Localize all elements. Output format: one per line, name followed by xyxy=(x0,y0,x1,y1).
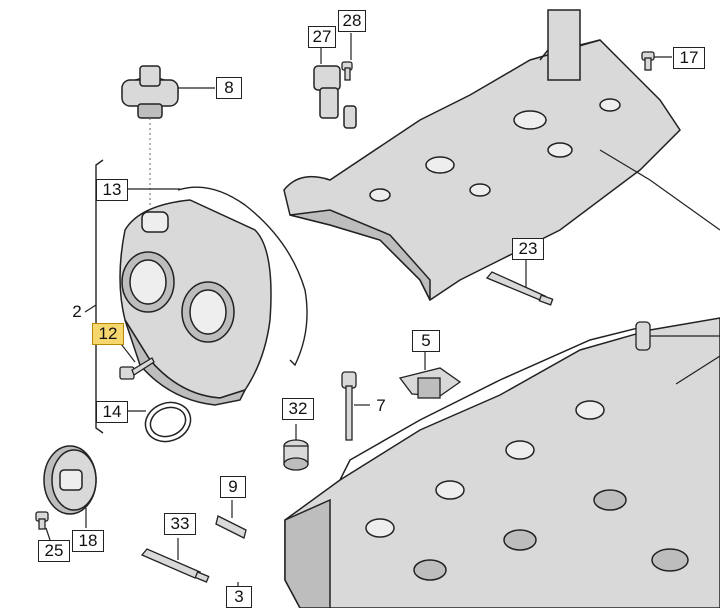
oil-filler-cap xyxy=(121,65,179,119)
cover-gasket xyxy=(177,186,308,367)
callout-23: 23 xyxy=(512,238,544,260)
valve-part xyxy=(635,321,651,351)
stud-9 xyxy=(215,515,247,539)
callout-12: 12 xyxy=(92,323,124,345)
cylinder-head xyxy=(284,317,720,608)
sealant-tube-23 xyxy=(485,271,554,306)
cylinder-head-cover xyxy=(283,9,720,302)
o-ring-14 xyxy=(144,401,192,443)
callout-3: 3 xyxy=(226,586,252,608)
callout-5: 5 xyxy=(412,330,440,352)
callout-27: 27 xyxy=(308,26,336,48)
callout-33: 33 xyxy=(164,513,196,535)
plug-32 xyxy=(283,439,309,471)
head-bolt-7 xyxy=(341,371,357,441)
callout-32: 32 xyxy=(282,398,314,420)
flange-plate-18 xyxy=(43,445,97,515)
sensor-part xyxy=(313,65,357,129)
callout-25: 25 xyxy=(38,540,70,562)
sealant-tube-33 xyxy=(140,548,210,583)
callout-2: 2 xyxy=(72,302,82,321)
group-bracket-2 xyxy=(95,159,104,434)
bolt-12 xyxy=(119,357,155,380)
callout-8: 8 xyxy=(216,77,242,99)
small-screw-28 xyxy=(341,61,353,81)
gasket-5 xyxy=(398,367,462,399)
screw-25 xyxy=(35,511,49,530)
callout-13: 13 xyxy=(96,179,128,201)
callout-14: 14 xyxy=(96,401,128,423)
callout-7: 7 xyxy=(376,396,386,415)
screw-17 xyxy=(641,51,655,71)
callout-18: 18 xyxy=(72,530,104,552)
callout-28: 28 xyxy=(338,10,366,32)
timing-cover xyxy=(119,199,272,406)
callout-9: 9 xyxy=(220,476,246,498)
callout-17: 17 xyxy=(673,47,705,69)
